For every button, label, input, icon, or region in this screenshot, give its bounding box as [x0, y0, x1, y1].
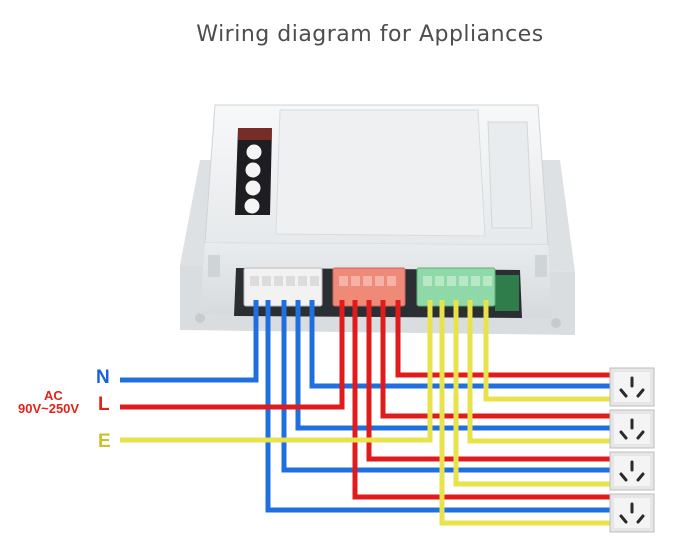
voltage-range-label: 90V~250V	[18, 401, 80, 416]
earth-label: E	[98, 431, 111, 452]
socket-icon	[619, 502, 645, 524]
earth-wire-outlet-1	[483, 300, 612, 402]
live-wire-outlet-4	[352, 300, 612, 500]
mount-hole-left	[195, 313, 205, 323]
neutral-wire-outlet-3	[281, 300, 612, 473]
earth-wire-outlet-4	[439, 300, 612, 526]
diagram-title: Wiring diagram for Appliances	[196, 22, 544, 47]
neutral-label: N	[96, 367, 110, 388]
button-2-icon[interactable]	[245, 162, 261, 178]
terminal-block-white	[243, 267, 323, 307]
live-wire-outlet-3	[366, 300, 612, 462]
device-side-panel	[487, 121, 533, 229]
button-1-icon[interactable]	[246, 144, 262, 160]
button-4-icon[interactable]	[244, 198, 260, 214]
outlet-1	[609, 367, 655, 407]
earth-wires	[120, 300, 612, 526]
mount-hole-right	[551, 318, 561, 328]
button-3-icon[interactable]	[245, 180, 261, 196]
outlet-3	[609, 451, 655, 491]
earth-wire-outlet-3	[453, 300, 612, 487]
live-wire-outlet-2	[380, 300, 612, 419]
neutral-wire-outlet-1	[309, 300, 612, 389]
neutral-wire-outlet-2	[295, 300, 612, 431]
neutral-input-wire	[120, 300, 259, 383]
live-wire-outlet-1	[395, 300, 612, 378]
socket-icon	[619, 418, 645, 440]
relay-device	[180, 104, 575, 335]
circuit-board	[495, 275, 519, 311]
outlet-2	[609, 409, 655, 449]
live-input-wire	[120, 300, 345, 410]
ac-label: AC	[44, 388, 63, 403]
socket-icon	[619, 460, 645, 482]
neutral-wire-outlet-4	[265, 300, 612, 513]
live-wires	[120, 300, 612, 500]
earth-wire-outlet-2	[467, 300, 612, 444]
device-label-area	[275, 109, 486, 237]
device-left-clip	[208, 255, 220, 277]
socket-icon	[619, 376, 645, 398]
neutral-wires	[120, 300, 612, 513]
earth-input-wire	[120, 300, 433, 443]
status-led-strip	[238, 128, 272, 140]
device-right-clip	[535, 255, 547, 277]
live-label: L	[98, 394, 110, 415]
outlet-4	[609, 493, 655, 533]
